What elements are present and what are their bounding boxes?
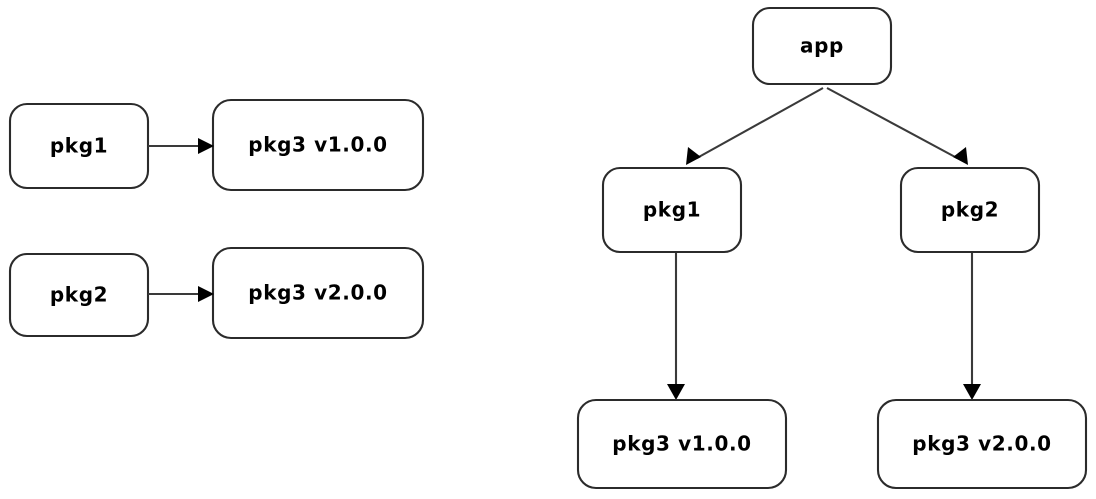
node-box xyxy=(899,166,1041,254)
node-box xyxy=(601,166,743,254)
edge-right-app-to-pkg1 xyxy=(686,87,824,165)
arrowhead-icon xyxy=(963,384,981,400)
node-right-pkg2[interactable]: pkg2 xyxy=(899,166,1041,254)
node-left-pkg1[interactable]: pkg1 xyxy=(8,102,150,190)
node-label: pkg1 xyxy=(50,134,108,158)
edge-line xyxy=(826,87,958,159)
node-right-app[interactable]: app xyxy=(751,6,893,86)
node-box xyxy=(876,398,1088,490)
node-label: pkg2 xyxy=(50,283,108,307)
arrowhead-icon xyxy=(667,384,685,400)
node-left-pkg2[interactable]: pkg2 xyxy=(8,252,150,338)
arrowhead-icon xyxy=(198,286,214,302)
node-label: pkg3 v1.0.0 xyxy=(248,133,387,157)
node-left-pkg3-v1[interactable]: pkg3 v1.0.0 xyxy=(211,98,425,192)
node-label: app xyxy=(800,34,844,58)
node-label: pkg3 v2.0.0 xyxy=(248,281,387,305)
node-right-pkg1[interactable]: pkg1 xyxy=(601,166,743,254)
node-label: pkg1 xyxy=(643,198,701,222)
edge-line xyxy=(696,87,824,159)
node-box xyxy=(211,246,425,340)
node-box xyxy=(751,6,893,86)
edge-right-pkg2-to-pkg3-v2 xyxy=(963,253,981,400)
edge-right-app-to-pkg2 xyxy=(826,87,968,165)
node-label: pkg2 xyxy=(941,198,999,222)
arrowhead-icon xyxy=(686,147,701,165)
node-label: pkg3 v1.0.0 xyxy=(612,432,751,456)
node-label: pkg3 v2.0.0 xyxy=(912,432,1051,456)
arrowhead-icon xyxy=(198,138,214,154)
arrowhead-icon xyxy=(953,147,968,165)
diagram-nested-resolution: app pkg1 pkg2 pkg3 v1.0.0 xyxy=(576,6,1088,490)
node-right-pkg3-v2[interactable]: pkg3 v2.0.0 xyxy=(876,398,1088,490)
node-box xyxy=(576,398,788,490)
edge-right-pkg1-to-pkg3-v1 xyxy=(667,253,685,400)
node-right-pkg3-v1[interactable]: pkg3 v1.0.0 xyxy=(576,398,788,490)
edge-left-pkg2-to-pkg3-v2 xyxy=(148,286,214,302)
edge-left-pkg1-to-pkg3-v1 xyxy=(148,138,214,154)
node-box xyxy=(211,98,425,192)
node-left-pkg3-v2[interactable]: pkg3 v2.0.0 xyxy=(211,246,425,340)
diagram-flat-resolution: pkg1 pkg3 v1.0.0 pkg2 pkg3 v2.0.0 xyxy=(8,98,425,340)
